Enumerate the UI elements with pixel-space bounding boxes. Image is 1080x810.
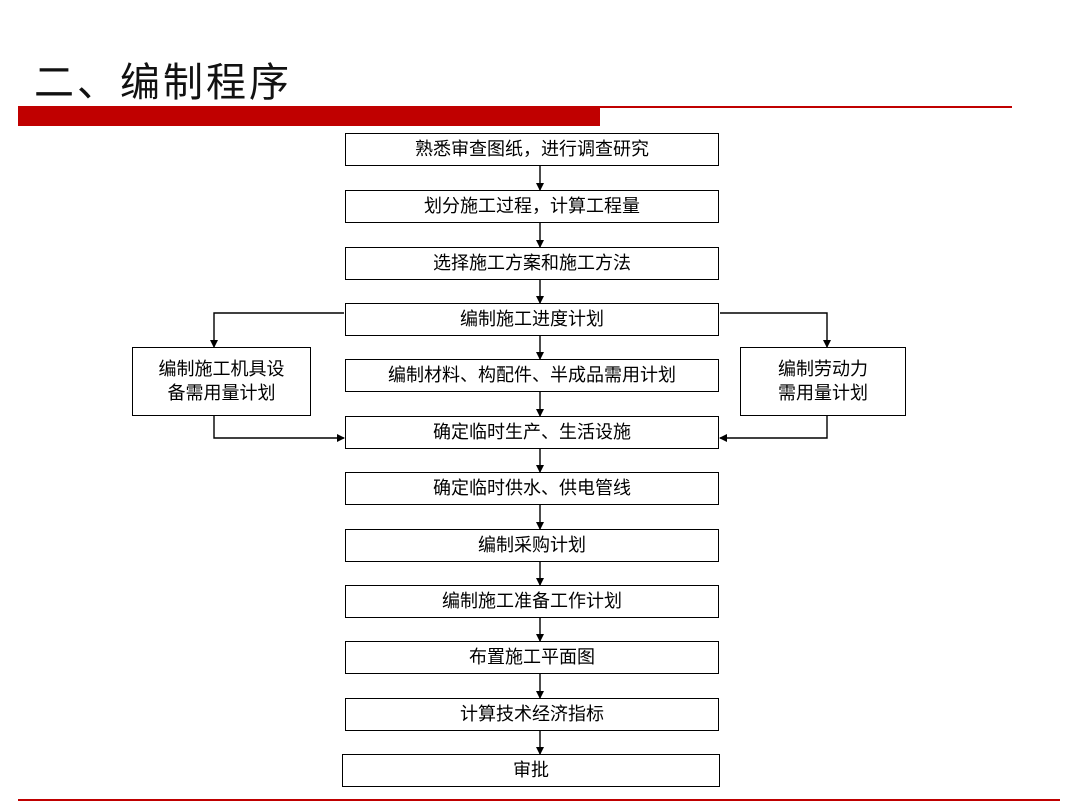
side-box-labor-line-2: 需用量计划 <box>778 382 868 404</box>
side-box-labor-line-1: 编制劳动力 <box>778 358 868 380</box>
flow-step-5: 编制材料、构配件、半成品需用计划 <box>345 359 719 392</box>
flow-step-7-label: 确定临时供水、供电管线 <box>433 477 631 499</box>
flow-step-10: 布置施工平面图 <box>345 641 719 674</box>
flow-step-12: 审批 <box>342 754 720 787</box>
flow-step-9: 编制施工准备工作计划 <box>345 585 719 618</box>
flow-step-1: 熟悉审查图纸，进行调查研究 <box>345 133 719 166</box>
side-box-equipment-line-1: 编制施工机具设 <box>158 358 285 380</box>
flow-step-4-label: 编制施工进度计划 <box>460 308 604 330</box>
flow-step-1-label: 熟悉审查图纸，进行调查研究 <box>415 138 649 160</box>
flow-step-4: 编制施工进度计划 <box>345 303 719 336</box>
flow-step-6-label: 确定临时生产、生活设施 <box>433 421 631 443</box>
arrow-right-box-step6 <box>719 416 828 442</box>
arrow-step4-right-box <box>720 312 831 348</box>
flow-step-8-label: 编制采购计划 <box>478 534 586 556</box>
page-title: 二、编制程序 <box>34 60 292 106</box>
flow-step-9-label: 编制施工准备工作计划 <box>442 590 622 612</box>
flow-step-11: 计算技术经济指标 <box>345 698 719 731</box>
flow-step-2: 划分施工过程，计算工程量 <box>345 190 719 223</box>
side-box-equipment-line-2: 备需用量计划 <box>167 382 276 404</box>
flow-step-3-label: 选择施工方案和施工方法 <box>433 252 631 274</box>
side-box-labor-plan: 编制劳动力 需用量计划 <box>740 347 906 416</box>
title-underline <box>18 106 1012 108</box>
flow-step-2-label: 划分施工过程，计算工程量 <box>424 195 640 217</box>
flow-step-7: 确定临时供水、供电管线 <box>345 472 719 505</box>
flow-step-8: 编制采购计划 <box>345 529 719 562</box>
flow-step-11-label: 计算技术经济指标 <box>460 703 604 725</box>
footer-divider <box>18 799 1060 801</box>
arrow-step4-left-box <box>210 312 344 348</box>
flow-step-6: 确定临时生产、生活设施 <box>345 416 719 449</box>
title-accent-bar <box>18 108 600 126</box>
flow-step-10-label: 布置施工平面图 <box>469 646 595 668</box>
side-box-equipment-plan: 编制施工机具设 备需用量计划 <box>132 347 311 416</box>
arrow-left-box-step6 <box>213 416 345 442</box>
flow-step-5-label: 编制材料、构配件、半成品需用计划 <box>388 364 676 386</box>
flow-step-3: 选择施工方案和施工方法 <box>345 247 719 280</box>
flow-step-12-label: 审批 <box>513 759 549 781</box>
